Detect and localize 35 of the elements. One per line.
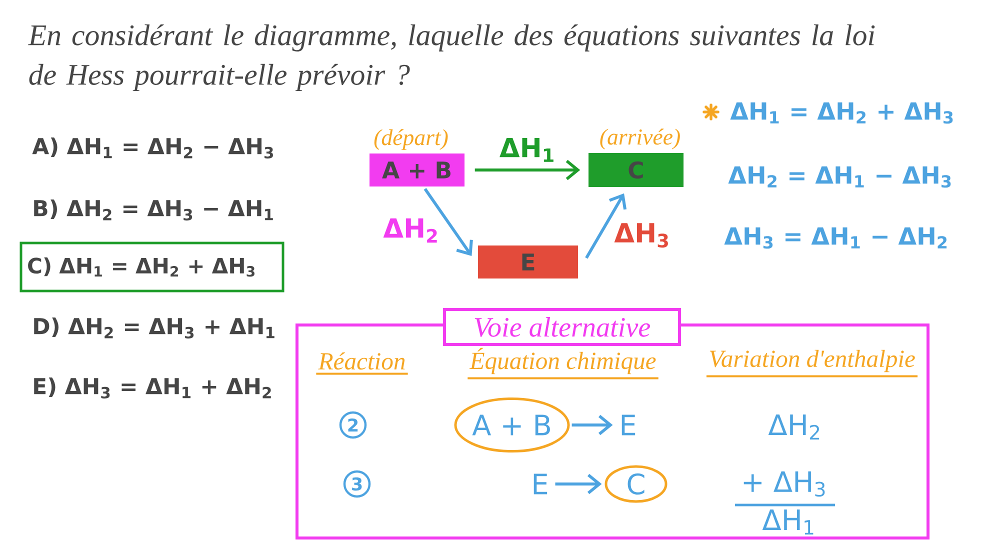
column-header: Variation d'enthalpie: [706, 350, 918, 378]
oval: A + B: [454, 398, 570, 452]
enthalpy-value: ΔH$_{2}$: [768, 414, 820, 440]
oval: C: [604, 465, 668, 503]
edge-label: ΔH$_{1}$: [498, 136, 558, 164]
annotation: (arrivée): [600, 128, 680, 150]
species: E: [622, 414, 636, 436]
answer-option: B) ΔH$_{2}$ = ΔH$_{3}$ − ΔH$_{1}$: [34, 199, 273, 221]
arrow: [572, 414, 613, 436]
answer-option: E) ΔH$_{3}$ = ΔH$_{1}$ + ΔH$_{2}$: [34, 377, 271, 399]
answer-option: D) ΔH$_{2}$ = ΔH$_{3}$ + ΔH$_{1}$: [34, 317, 274, 339]
column-header: Réaction: [316, 352, 408, 375]
arrow: [474, 160, 580, 180]
intermediate-box: E: [478, 246, 578, 278]
answer-option: A) ΔH$_{1}$ = ΔH$_{2}$ − ΔH$_{3}$: [32, 137, 273, 159]
column-header: Équation chimique: [468, 348, 658, 380]
equation: ΔH$_{2}$ = ΔH$_{1}$ − ΔH$_{3}$: [728, 166, 951, 188]
heading-tab: Voie alternative: [443, 308, 682, 346]
equation: ΔH$_{3}$ = ΔH$_{1}$ − ΔH$_{2}$: [724, 227, 947, 249]
arrow: [424, 188, 473, 256]
annotation: (départ): [374, 129, 448, 150]
step-number: 2: [339, 411, 367, 439]
enthalpy-value: + ΔH$_{3}$: [744, 471, 825, 497]
product-box: C: [588, 153, 684, 187]
edge-label: ΔH$_{2}$: [381, 216, 442, 244]
arrow: [555, 474, 602, 494]
title: En considérant le diagramme, laquelle des équations suivantes la loi de Hess pourrait-elle prévoir ?: [28, 24, 875, 92]
arrow: [585, 193, 627, 259]
edge-label: ΔH$_{3}$: [612, 221, 672, 250]
answer-box: C) ΔH$_{1}$ = ΔH$_{2}$ + ΔH$_{3}$: [20, 242, 284, 292]
species: E: [534, 474, 548, 494]
equation: ΔH$_{1}$ = ΔH$_{2}$ + ΔH$_{3}$: [730, 102, 953, 124]
enthalpy-value: ΔH$_{1}$: [762, 509, 814, 535]
step-number: 3: [343, 470, 371, 498]
reactant-box: A + B: [370, 154, 465, 186]
